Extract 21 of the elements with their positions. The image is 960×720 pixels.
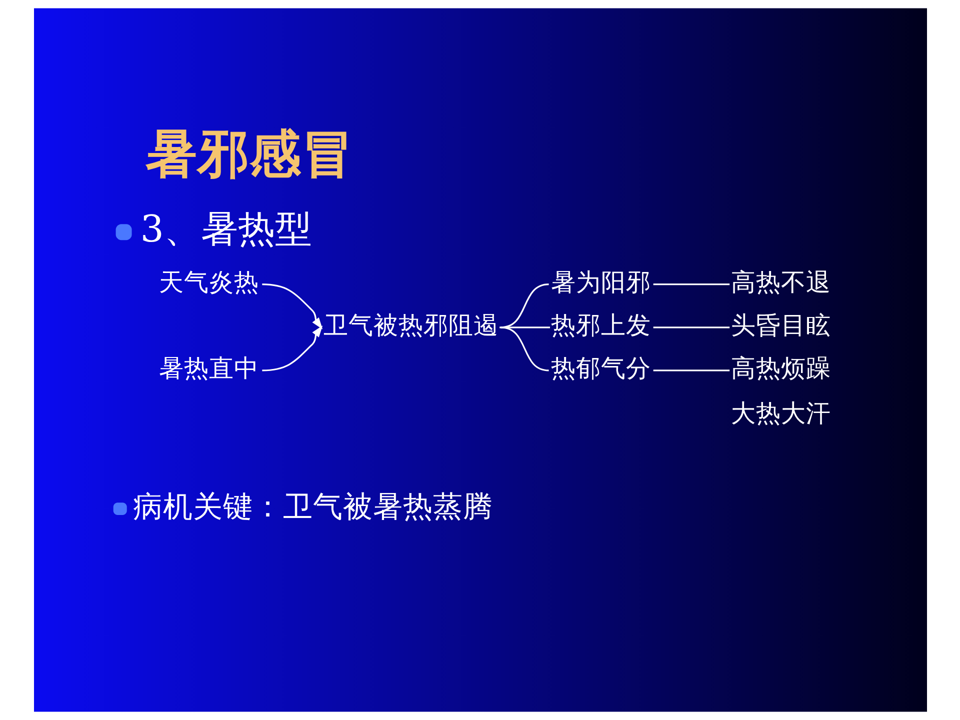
arrow bbox=[262, 284, 322, 330]
label: 大热大汗 bbox=[730, 398, 830, 428]
node-text: 热邪上发 bbox=[550, 310, 651, 340]
label: 病机关键：卫气被暑热蒸腾 bbox=[132, 489, 493, 524]
connector bbox=[499, 326, 550, 328]
node-text: 高热不退 bbox=[730, 268, 830, 297]
node-text: 暑热直中 bbox=[158, 354, 258, 383]
connector bbox=[652, 326, 730, 328]
connector bbox=[652, 370, 730, 372]
node-text: 暑为阳邪 bbox=[550, 268, 651, 297]
node-text: 卫气被热邪阻遏 bbox=[323, 310, 498, 340]
connector bbox=[500, 326, 548, 372]
node-text: 头昏目眩 bbox=[730, 310, 830, 340]
node-text: 热郁气分 bbox=[550, 354, 651, 383]
arrow bbox=[262, 325, 322, 372]
node-text: 天气炎热 bbox=[158, 268, 258, 297]
node-text: 高热烦躁 bbox=[730, 354, 830, 383]
connector bbox=[500, 284, 548, 328]
label: 3、暑热型 bbox=[140, 207, 312, 250]
diagram-title: 暑邪感冒 bbox=[144, 124, 353, 184]
connector bbox=[652, 284, 730, 286]
